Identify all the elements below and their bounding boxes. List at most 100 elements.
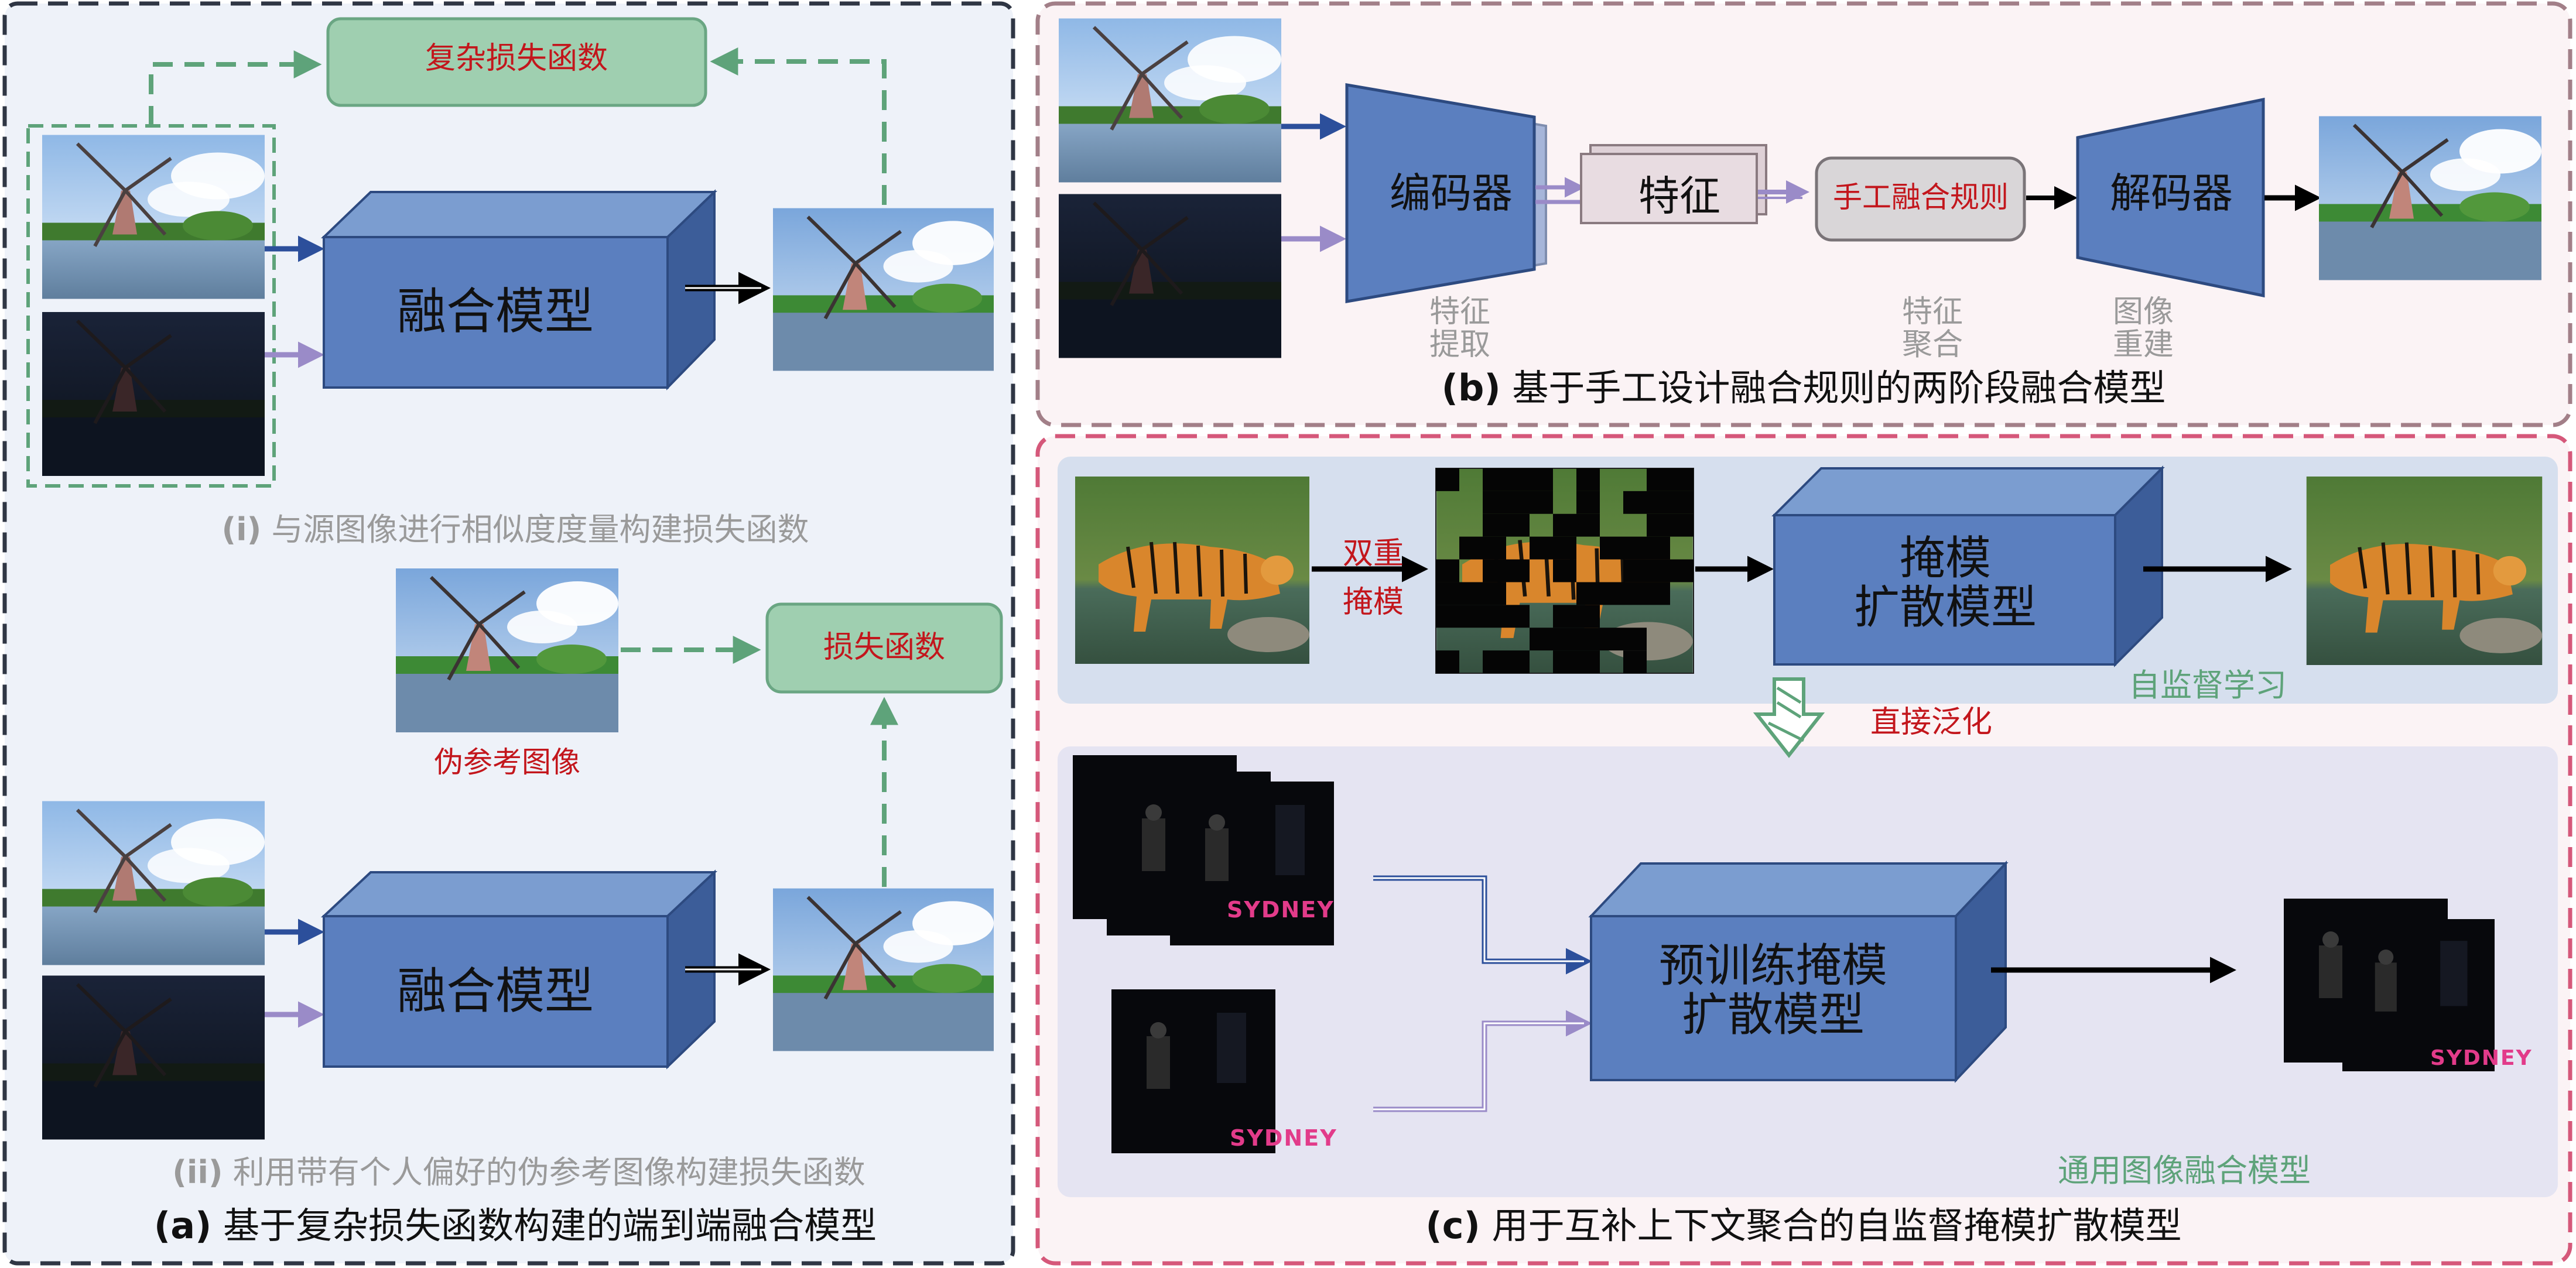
pretrained-model-line1: 预训练掩模	[1658, 940, 1888, 992]
mask-block	[1600, 536, 1623, 560]
mask-block	[1436, 650, 1459, 673]
stage-extract-label: 特征 提取	[1429, 296, 1490, 361]
stage-reconstruct-line1: 图像	[2112, 294, 2174, 330]
mask-block	[1506, 559, 1530, 582]
dual-mask-line2: 掩模	[1342, 585, 1404, 621]
caption-i-roman: (i)	[221, 511, 262, 548]
complex-loss-label: 复杂损失函数	[425, 41, 608, 76]
mask-block	[1553, 559, 1576, 582]
mask-block	[1553, 513, 1576, 537]
mask-block	[1623, 559, 1647, 582]
caption-b-text: 基于手工设计融合规则的两阶段融合模型	[1512, 366, 2166, 409]
mask-block	[1647, 513, 1670, 537]
stage-extract-line1: 特征	[1429, 294, 1491, 330]
mask-block	[1436, 582, 1459, 605]
caption-ii-text: 利用带有个人偏好的伪参考图像构建损失函数	[232, 1154, 865, 1191]
caption-a-text: 基于复杂损失函数构建的端到端融合模型	[223, 1204, 877, 1247]
pretrained-model-label: 预训练掩模 扩散模型	[1659, 941, 1887, 1040]
mask-block	[1483, 559, 1506, 582]
mask-block	[1553, 536, 1576, 560]
stage-reconstruct-label: 图像 重建	[2113, 296, 2174, 361]
mask-block	[1623, 650, 1647, 673]
mask-block	[1576, 650, 1600, 673]
rule-label: 手工融合规则	[1833, 180, 2009, 214]
mask-block	[1647, 491, 1670, 514]
stage-aggregate-line1: 特征	[1901, 294, 1963, 330]
mask-block	[1506, 605, 1530, 628]
mask-block	[1483, 650, 1506, 673]
caption-i: (i) 与源图像进行相似度度量构建损失函数	[221, 514, 809, 546]
sydney-logo-3: SYDNEY	[2430, 1046, 2533, 1070]
pretrained-model-line2: 扩散模型	[1681, 989, 1865, 1042]
mask-block	[1483, 513, 1506, 537]
direct-generalize-label: 直接泛化	[1870, 705, 1993, 740]
mask-block	[1600, 628, 1623, 651]
mask-block	[1436, 559, 1459, 582]
mask-block	[1506, 468, 1530, 491]
mask-block	[1647, 468, 1670, 491]
mask-block	[1506, 491, 1530, 514]
mask-block	[1553, 650, 1576, 673]
loss-function-label: 损失函数	[823, 630, 946, 665]
stage-aggregate-line2: 聚合	[1901, 327, 1963, 363]
mask-block	[1600, 582, 1623, 605]
caption-a: (a) 基于复杂损失函数构建的端到端融合模型	[154, 1208, 877, 1244]
dual-mask-label: 双重 掩模	[1343, 530, 1404, 627]
caption-b-letter: (b)	[1441, 366, 1501, 409]
mask-diffusion-line2: 扩散模型	[1853, 581, 2037, 635]
mask-block	[1459, 605, 1483, 628]
mask-block	[1647, 559, 1670, 582]
mask-block	[1530, 468, 1553, 491]
pseudo-ref-label: 伪参考图像	[434, 745, 580, 779]
mask-block	[1623, 491, 1647, 514]
mask-block	[1647, 536, 1670, 560]
encoder-label: 编码器	[1390, 169, 1513, 217]
mask-block	[1670, 559, 1694, 582]
mask-block	[1530, 491, 1553, 514]
mask-block	[1670, 513, 1694, 537]
mask-block	[1483, 536, 1506, 560]
mask-block	[1483, 491, 1506, 514]
decoder-label: 解码器	[2110, 169, 2233, 217]
caption-i-text: 与源图像进行相似度度量构建损失函数	[271, 511, 809, 548]
mask-block	[1576, 628, 1600, 651]
stage-reconstruct-line2: 重建	[2112, 327, 2174, 363]
dual-mask-line1: 双重	[1342, 536, 1404, 571]
mask-block	[1576, 491, 1600, 514]
mask-block	[1530, 628, 1553, 651]
mask-diffusion-label: 掩模 扩散模型	[1853, 532, 2037, 635]
generalize-arrow-icon	[1753, 677, 1825, 758]
sydney-logo-1: SYDNEY	[1227, 897, 1335, 923]
mask-block	[1483, 468, 1506, 491]
mask-block	[1670, 491, 1694, 514]
mask-block	[1576, 605, 1600, 628]
mask-block	[1459, 582, 1483, 605]
mask-block	[1506, 513, 1530, 537]
mask-block	[1576, 582, 1600, 605]
mask-block	[1459, 536, 1483, 560]
caption-ii: (ii) 利用带有个人偏好的伪参考图像构建损失函数	[172, 1157, 865, 1188]
stage-aggregate-label: 特征 聚合	[1902, 296, 1963, 361]
mask-block	[1623, 582, 1647, 605]
caption-ii-roman: (ii)	[172, 1154, 223, 1191]
mask-block	[1553, 628, 1576, 651]
mask-block	[1530, 536, 1553, 560]
mask-block	[1576, 513, 1600, 537]
mask-block	[1623, 536, 1647, 560]
mask-diffusion-line1: 掩模	[1899, 532, 1992, 585]
mask-block	[1576, 468, 1600, 491]
fusion-model-2-label: 融合模型	[396, 962, 594, 1020]
feature-label: 特征	[1638, 172, 1720, 220]
mask-block	[1553, 605, 1576, 628]
mask-block	[1483, 605, 1506, 628]
mask-block	[1670, 468, 1694, 491]
caption-b: (b) 基于手工设计融合规则的两阶段融合模型	[1442, 370, 2166, 406]
sydney-logo-2: SYDNEY	[1230, 1125, 1337, 1151]
mask-block	[1647, 582, 1670, 605]
mask-block	[1483, 582, 1506, 605]
mask-block	[1436, 468, 1459, 491]
self-supervised-label: 自监督学习	[2129, 667, 2287, 704]
caption-a-letter: (a)	[153, 1204, 212, 1247]
